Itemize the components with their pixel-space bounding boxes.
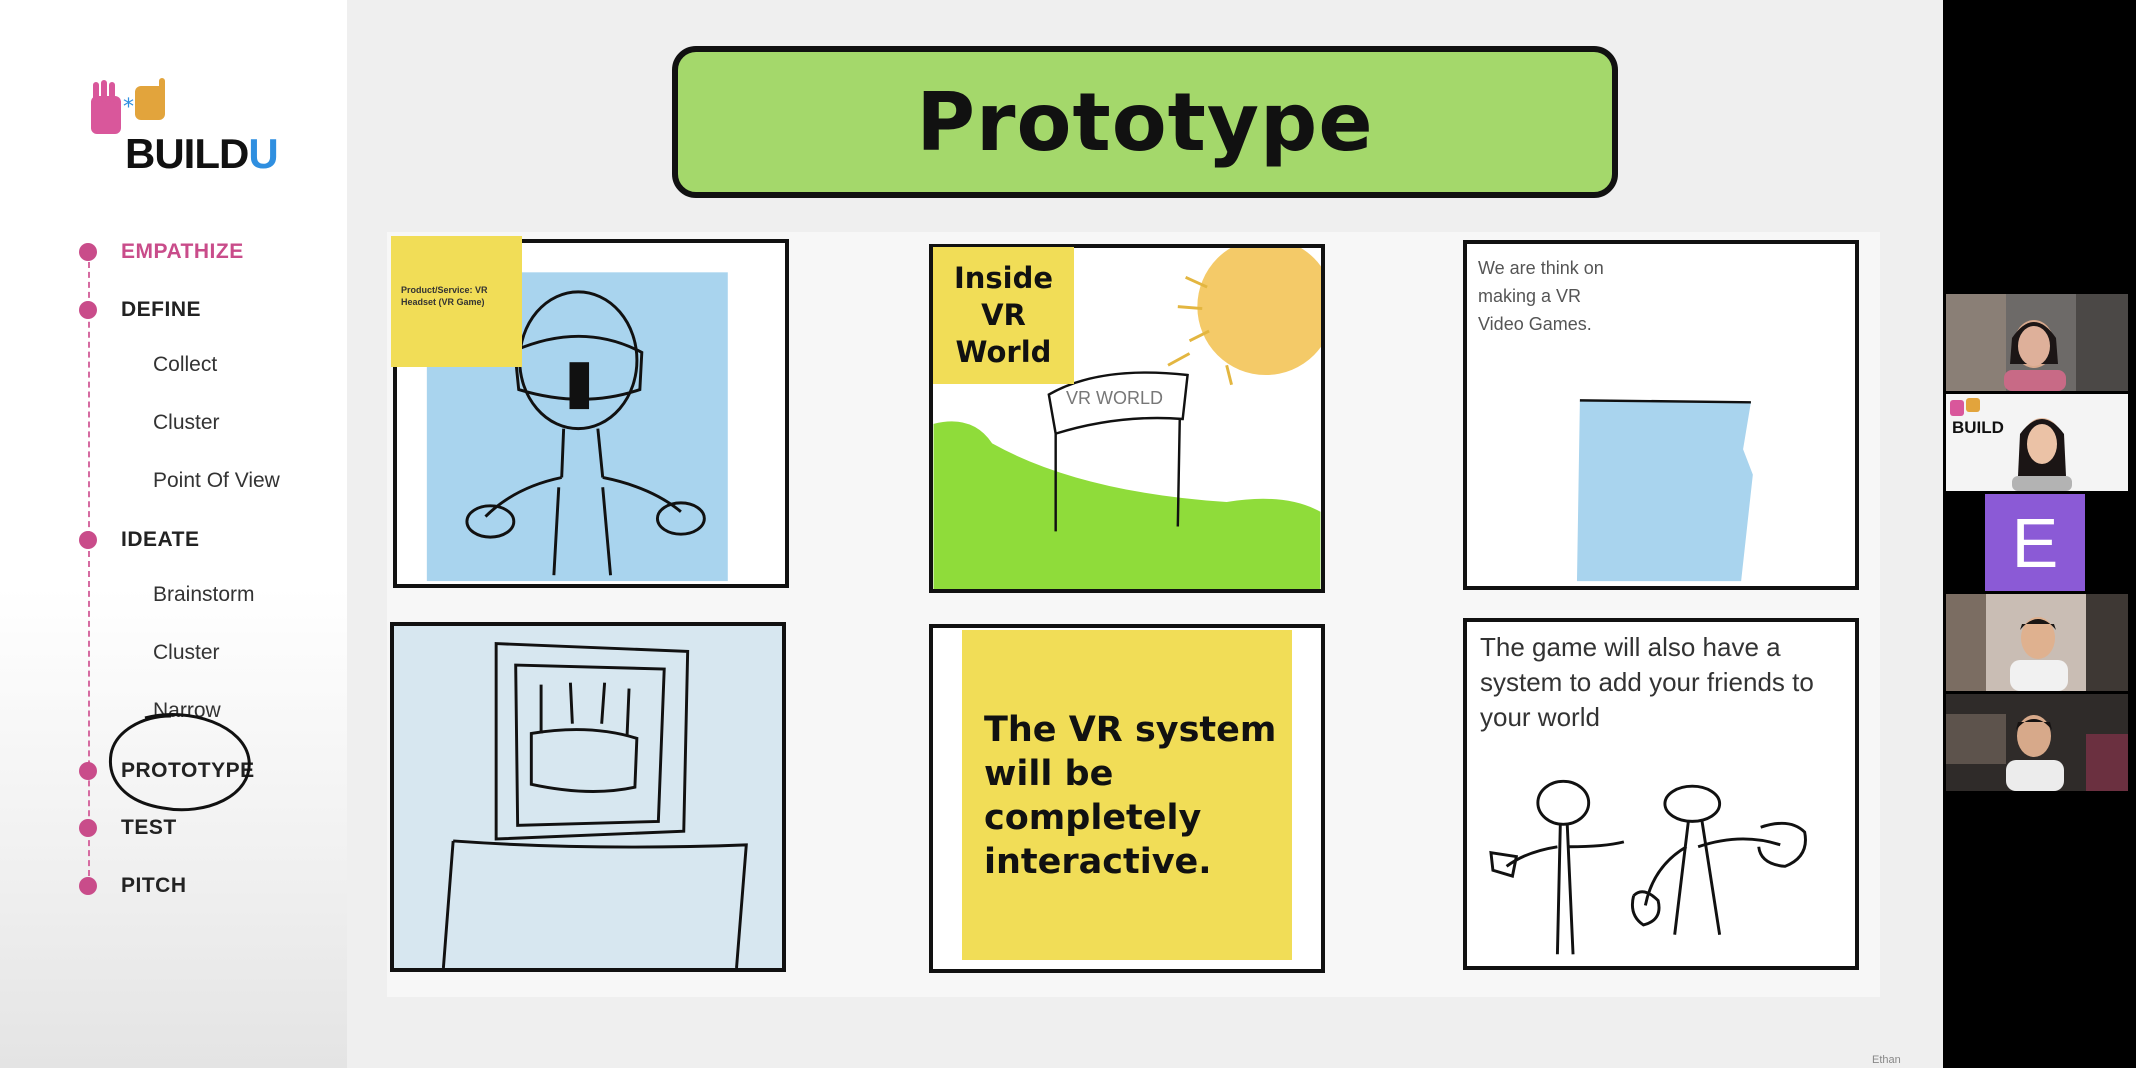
vr-video-games-caption: We are think on making a VR Video Games.	[1478, 258, 1604, 334]
friends-feature-caption: The game will also have a system to add …	[1480, 632, 1814, 732]
buildu-mini-logo-text: BUILD	[1952, 418, 2004, 437]
note-line-3: World	[955, 335, 1052, 369]
nav-dot-empathize	[79, 243, 97, 261]
note-line-1: Inside	[953, 261, 1054, 295]
nav-dot-ideate	[79, 531, 97, 549]
storyboard-panel-6	[1463, 618, 1859, 970]
nav-subitem-collect[interactable]: Collect	[153, 353, 218, 376]
presentation-slide: * BUILDU EMPATHIZE DEFINE Collect Cluste…	[0, 0, 1943, 1068]
video-gallery-strip: BUILD E	[1943, 0, 2136, 1068]
nav-item-define[interactable]: DEFINE	[121, 298, 202, 321]
interactive-system-sticky-note: The VR system will be completely interac…	[962, 630, 1292, 960]
storyboard-panel-3	[1463, 240, 1859, 590]
nav-dot-test	[79, 819, 97, 837]
headset-closeup-sketch	[441, 642, 748, 968]
nav-dot-pitch	[79, 877, 97, 895]
process-sidebar: * BUILDU EMPATHIZE DEFINE Collect Cluste…	[0, 0, 347, 1068]
nav-dot-prototype	[79, 762, 97, 780]
participant-1-video-frame	[1946, 294, 2128, 391]
inside-vr-world-sticky-note: Inside VR World	[933, 247, 1074, 384]
blue-screen-sketch	[1576, 399, 1753, 582]
hand-drawn-circle-annotation	[108, 713, 251, 812]
nav-subitem-cluster-2[interactable]: Cluster	[153, 641, 220, 664]
participant-video-1[interactable]	[1946, 294, 2128, 391]
participant-video-2[interactable]: BUILD	[1946, 394, 2128, 491]
nav-item-test[interactable]: TEST	[121, 816, 177, 839]
note-line-2: VR	[981, 298, 1026, 332]
vr-world-sign-label: VR WORLD	[1066, 388, 1164, 408]
nav-subitem-brainstorm[interactable]: Brainstorm	[153, 583, 255, 606]
nav-dashed-line	[88, 252, 90, 886]
participant-video-4[interactable]	[1946, 594, 2128, 691]
svg-text:*: *	[123, 95, 134, 120]
vr-headset-person-sketch	[426, 272, 728, 582]
product-service-sticky-note: Product/Service: VR Headset (VR Game)	[391, 236, 522, 367]
storyboard-panel-2	[929, 244, 1325, 593]
storyboard-panel-4	[390, 622, 786, 972]
buildu-logo: * BUILDU	[85, 78, 279, 182]
participant-video-5[interactable]	[1946, 694, 2128, 791]
nav-item-prototype[interactable]: PROTOTYPE	[121, 759, 255, 782]
nav-item-ideate[interactable]: IDEATE	[121, 528, 200, 551]
logo-wordmark: BUILDU	[125, 130, 279, 177]
participant-video-3[interactable]: E	[1985, 494, 2085, 591]
nav-item-empathize[interactable]: EMPATHIZE	[121, 240, 244, 263]
friends-stick-figures-sketch	[1489, 779, 1807, 955]
nav-subitem-point-of-view[interactable]: Point Of View	[153, 469, 280, 492]
nav-item-pitch[interactable]: PITCH	[121, 874, 187, 897]
vr-world-landscape-sketch	[933, 248, 1321, 589]
participant-4-video-frame	[1946, 594, 2128, 691]
participant-initial-avatar: E	[2011, 503, 2059, 582]
slide-title: Prototype	[916, 75, 1374, 169]
participant-5-video-frame	[1946, 694, 2128, 791]
participant-2-video-frame	[1946, 394, 2128, 491]
slide-title-banner: Prototype	[672, 46, 1618, 198]
nav-subitem-cluster[interactable]: Cluster	[153, 411, 220, 434]
nav-dot-define	[79, 301, 97, 319]
presenter-name-label: Ethan	[1872, 1054, 1901, 1066]
hands-logo-icon: *	[91, 78, 165, 134]
